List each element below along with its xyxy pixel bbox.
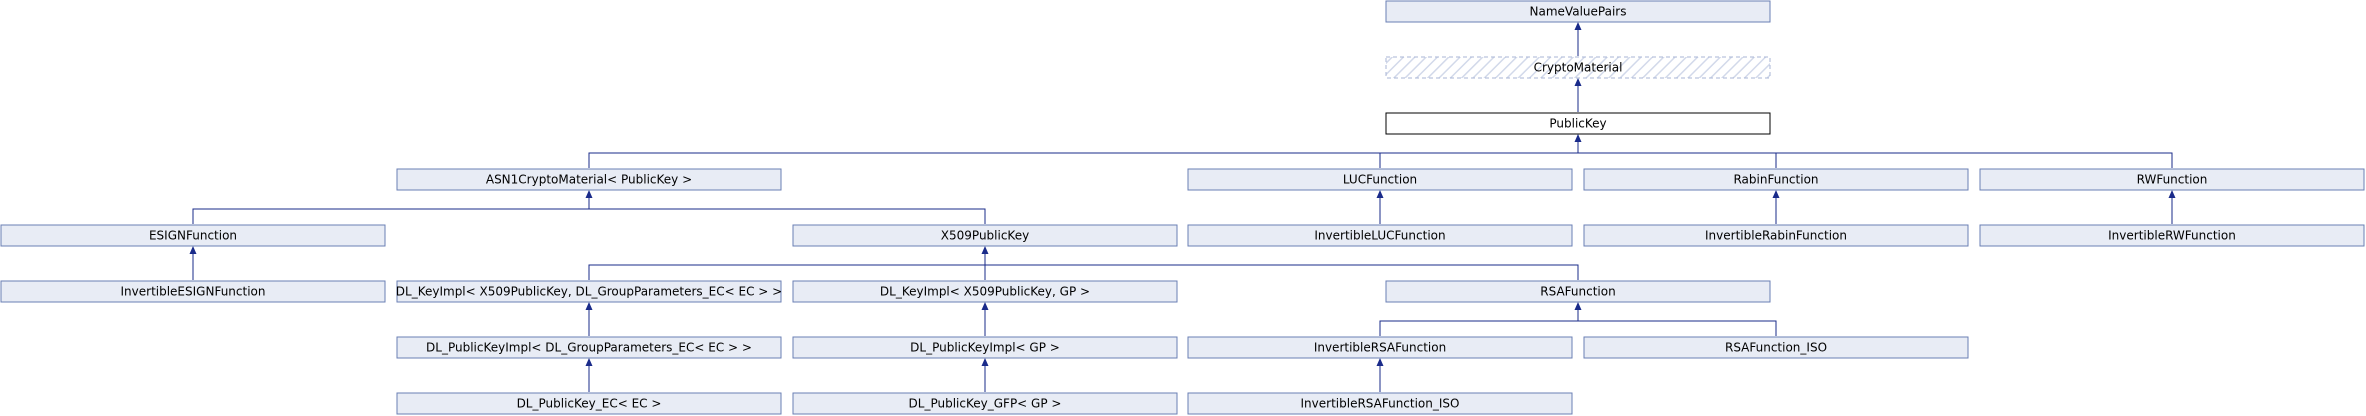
node-dlkeyimplec[interactable]: DL_KeyImpl< X509PublicKey, DL_GroupParam… [396,280,782,303]
edge-x509-children [588,264,1579,280]
node-label-rsafunctioniso: RSAFunction_ISO [1725,341,1827,355]
node-label-invertibleluc: InvertibleLUCFunction [1314,229,1445,243]
node-label-dlpubimplec: DL_PublicKeyImpl< DL_GroupParameters_EC<… [426,341,752,355]
edge-arrow-esignfunction [189,246,197,254]
edge-arrow-publickey [1574,134,1582,142]
edge-arrow-x509publickey [981,246,989,254]
node-esignfunction[interactable]: ESIGNFunction [0,224,386,247]
node-rabinfunction[interactable]: RabinFunction [1583,168,1969,191]
node-x509publickey[interactable]: X509PublicKey [792,224,1178,247]
node-label-rwfunction: RWFunction [2137,173,2208,187]
edges [189,22,2176,392]
node-namevaluepairs[interactable]: NameValuePairs [1385,0,1771,23]
edge-arrow-dlpubimplec [585,358,593,366]
node-label-lucfunction: LUCFunction [1343,173,1417,187]
edge-arrow-lucfunction [1376,190,1384,198]
node-label-namevaluepairs: NameValuePairs [1530,5,1627,19]
node-label-cryptomaterial: CryptoMaterial [1534,61,1623,75]
node-dlpubgfp[interactable]: DL_PublicKey_GFP< GP > [792,392,1178,415]
node-publickey[interactable]: PublicKey [1385,112,1771,135]
edge-asn1-esignfunction [192,208,986,224]
edge-rsafunction-children [1379,320,1777,336]
node-invertibleluc[interactable]: InvertibleLUCFunction [1187,224,1573,247]
node-label-invertiblersaiso: InvertibleRSAFunction_ISO [1301,397,1460,411]
edge-arrow-rabinfunction [1772,190,1780,198]
node-label-rsafunction: RSAFunction [1540,285,1615,299]
node-label-dlpubimplgp: DL_PublicKeyImpl< GP > [910,341,1060,355]
node-label-dlkeyimplec: DL_KeyImpl< X509PublicKey, DL_GroupParam… [396,285,782,299]
node-label-publickey: PublicKey [1549,117,1606,131]
node-dlpubimplec[interactable]: DL_PublicKeyImpl< DL_GroupParameters_EC<… [396,336,782,359]
node-dlkeyimplgp[interactable]: DL_KeyImpl< X509PublicKey, GP > [792,280,1178,303]
node-label-invertiblerabin: InvertibleRabinFunction [1705,229,1847,243]
node-label-dlpubec: DL_PublicKey_EC< EC > [517,397,662,411]
node-invertiblerw[interactable]: InvertibleRWFunction [1979,224,2365,247]
node-asn1cryptomaterial[interactable]: ASN1CryptoMaterial< PublicKey > [396,168,782,191]
node-label-esignfunction: ESIGNFunction [149,229,237,243]
node-invertiblerabin[interactable]: InvertibleRabinFunction [1583,224,1969,247]
node-label-x509publickey: X509PublicKey [941,229,1029,243]
edge-arrow-rsafunction [1574,302,1582,310]
edge-arrow-namevaluepairs [1574,22,1582,30]
node-lucfunction[interactable]: LUCFunction [1187,168,1573,191]
node-invertibleesign[interactable]: InvertibleESIGNFunction [0,280,386,303]
node-invertiblersaiso[interactable]: InvertibleRSAFunction_ISO [1187,392,1573,415]
node-dlpubec[interactable]: DL_PublicKey_EC< EC > [396,392,782,415]
node-label-rabinfunction: RabinFunction [1733,173,1818,187]
edge-publickey-asn1cryptomaterial [588,138,1579,168]
edge-arrow-rwfunction [2168,190,2176,198]
node-dlpubimplgp[interactable]: DL_PublicKeyImpl< GP > [792,336,1178,359]
edge-arrow-invertiblersa [1376,358,1384,366]
edge-arrow-dlpubimplgp [981,358,989,366]
node-label-invertiblerw: InvertibleRWFunction [2108,229,2236,243]
edge-publickey-rwfunction [1578,152,2173,168]
node-label-invertiblersa: InvertibleRSAFunction [1314,341,1446,355]
node-rsafunction[interactable]: RSAFunction [1385,280,1771,303]
node-label-dlkeyimplgp: DL_KeyImpl< X509PublicKey, GP > [880,285,1090,299]
edge-arrow-dlkeyimplgp [981,302,989,310]
node-rsafunctioniso[interactable]: RSAFunction_ISO [1583,336,1969,359]
node-cryptomaterial[interactable]: CryptoMaterial [1385,56,1771,79]
node-rwfunction[interactable]: RWFunction [1979,168,2365,191]
node-invertiblersa[interactable]: InvertibleRSAFunction [1187,336,1573,359]
edge-arrow-cryptomaterial [1574,78,1582,86]
node-label-invertibleesign: InvertibleESIGNFunction [121,285,266,299]
node-label-asn1cryptomaterial: ASN1CryptoMaterial< PublicKey > [486,173,692,187]
edge-arrow-dlkeyimplec [585,302,593,310]
node-label-dlpubgfp: DL_PublicKey_GFP< GP > [909,397,1062,411]
edge-arrow-asn1cryptomaterial [585,190,593,198]
